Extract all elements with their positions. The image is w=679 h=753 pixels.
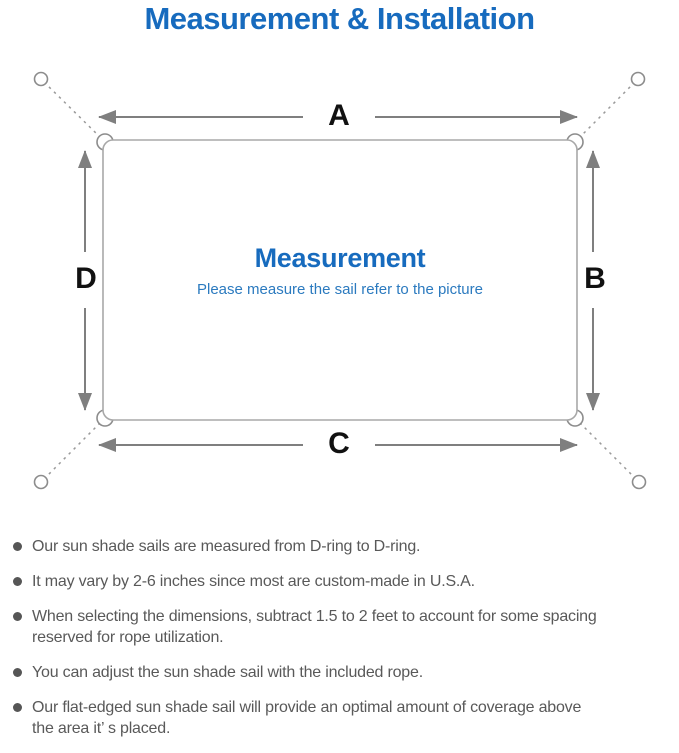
anchor-rope-bottom-right bbox=[578, 421, 637, 480]
page-title: Measurement & Installation bbox=[144, 1, 535, 36]
list-item: It may vary by 2-6 inches since most are… bbox=[13, 571, 668, 592]
dimension-label-d: D bbox=[75, 262, 97, 295]
anchor-point-bottom-right bbox=[631, 474, 647, 490]
note-text: Our flat-edged sun shade sail will provi… bbox=[32, 699, 582, 737]
list-item: Our flat-edged sun shade sail will provi… bbox=[13, 697, 668, 739]
dimension-label-b: B bbox=[584, 262, 606, 295]
bullet-icon bbox=[13, 703, 22, 712]
note-text: Our sun shade sails are measured from D-… bbox=[32, 538, 421, 555]
bullet-icon bbox=[13, 542, 22, 551]
bullet-icon bbox=[13, 668, 22, 677]
list-item: Our sun shade sails are measured from D-… bbox=[13, 536, 668, 557]
dimension-label-c: C bbox=[328, 427, 350, 460]
list-item: When selecting the dimensions, subtract … bbox=[13, 606, 668, 648]
sail-center-text: Measurement Please measure the sail refe… bbox=[103, 243, 577, 298]
list-item: You can adjust the sun shade sail with t… bbox=[13, 662, 668, 683]
anchor-point-top-left bbox=[33, 71, 49, 87]
sail-outline bbox=[102, 139, 578, 421]
anchor-point-bottom-left bbox=[33, 474, 49, 490]
bullet-icon bbox=[13, 612, 22, 621]
anchor-point-top-right bbox=[630, 71, 646, 87]
anchor-rope-bottom-left bbox=[43, 421, 102, 480]
anchor-rope-top-right bbox=[578, 81, 636, 139]
measurement-subheading: Please measure the sail refer to the pic… bbox=[197, 281, 483, 298]
bullet-icon bbox=[13, 577, 22, 586]
note-text: You can adjust the sun shade sail with t… bbox=[32, 664, 423, 681]
measurement-heading: Measurement bbox=[254, 243, 426, 273]
dimension-label-a: A bbox=[328, 99, 350, 132]
anchor-rope-top-left bbox=[43, 81, 102, 139]
note-text: It may vary by 2-6 inches since most are… bbox=[32, 573, 475, 590]
measurement-notes-list: Our sun shade sails are measured from D-… bbox=[13, 536, 668, 753]
note-text: When selecting the dimensions, subtract … bbox=[32, 608, 597, 646]
